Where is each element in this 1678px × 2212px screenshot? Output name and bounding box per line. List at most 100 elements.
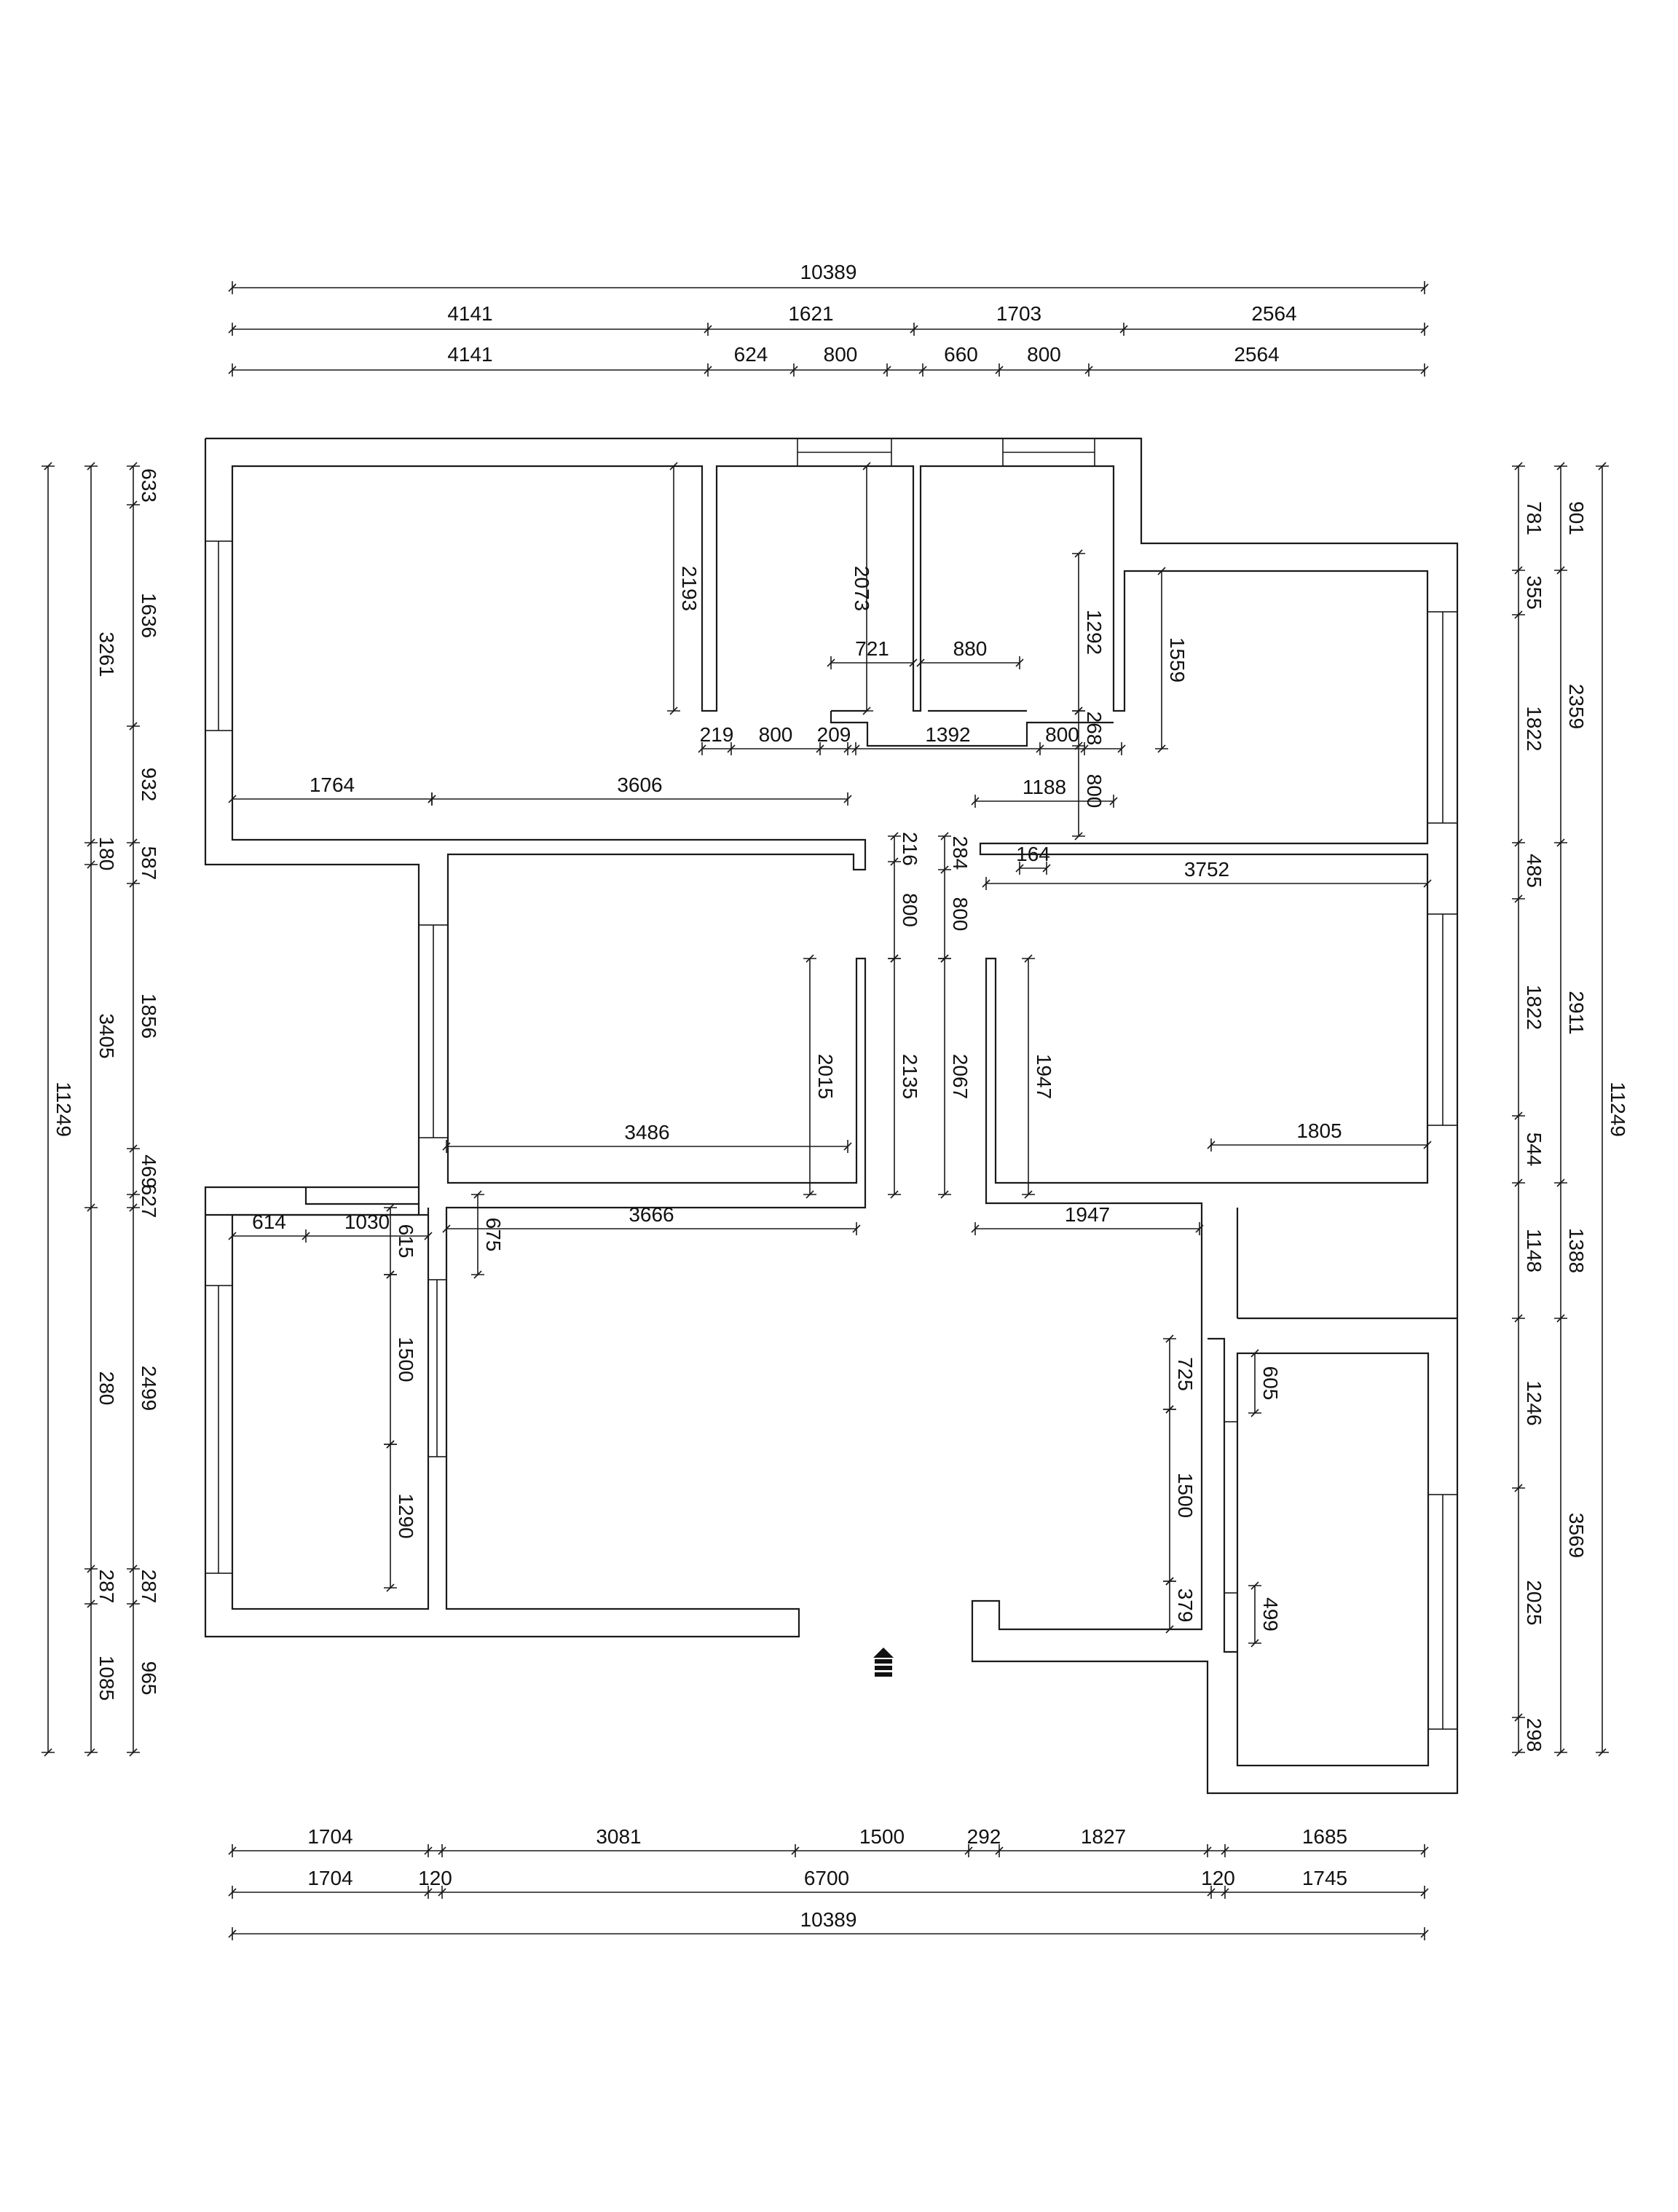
dimension-value: 1292: [1083, 610, 1106, 655]
dimension-value: 660: [944, 343, 978, 366]
dimension-value: 1947: [1033, 1054, 1055, 1099]
dimension-value: 280: [95, 1371, 118, 1406]
dimension-value: 800: [759, 723, 793, 746]
dimension-value: 1685: [1302, 1825, 1347, 1848]
dimension-value: 544: [1523, 1133, 1545, 1167]
dimension-value: 1704: [307, 1867, 352, 1889]
dimension-value: 725: [1174, 1357, 1197, 1391]
dimension-value: 1827: [1081, 1825, 1126, 1848]
window: [1002, 438, 1095, 467]
dimension-value: 219: [700, 723, 734, 746]
window: [1427, 611, 1458, 824]
dimension-value: 1188: [1023, 776, 1066, 798]
dimension-value: 614: [252, 1211, 286, 1233]
dimension-value: 3666: [629, 1203, 674, 1226]
dimension-value: 800: [949, 897, 972, 932]
dimension-value: 11249: [52, 1082, 75, 1137]
dimension-value: 3486: [624, 1121, 669, 1144]
dimension-value: 499: [1259, 1597, 1282, 1632]
dimension-value: 1636: [138, 593, 160, 638]
dimension-value: 2073: [851, 566, 873, 611]
dimension-lines: 10389 4141 1621 1703 2564 4141 624 800 660 800 256…: [42, 261, 1629, 1940]
dimension-value: 587: [138, 846, 160, 881]
dimension-value: 4141: [447, 302, 492, 325]
dimension-value: 633: [138, 468, 160, 503]
left-bath-wall: [205, 1187, 430, 1216]
windows: [205, 438, 1458, 1730]
dimension-value: 932: [138, 768, 160, 802]
dimension-value: 1856: [138, 993, 160, 1039]
dimension-value: 485: [1523, 854, 1545, 888]
dimension-value: 180: [95, 837, 118, 871]
dimension-value: 120: [418, 1867, 452, 1889]
window: [205, 540, 233, 731]
dimension-value: 10389: [800, 1908, 857, 1931]
dimension-value: 721: [855, 637, 889, 660]
dimension-value: 284: [949, 836, 972, 870]
dimension-value: 800: [899, 893, 921, 927]
center-partition: [830, 711, 1114, 747]
dimension-value: 1947: [1065, 1203, 1110, 1226]
dimension-value: 675: [482, 1218, 505, 1252]
dimension-value: 1030: [344, 1211, 390, 1233]
dimension-value: 379: [1174, 1589, 1197, 1623]
dimension-value: 469: [138, 1154, 160, 1189]
dimension-value: 4141: [447, 343, 492, 366]
dimension-value: 615: [395, 1224, 417, 1259]
dimension-value: 1764: [310, 774, 355, 796]
dimension-value: 1703: [996, 302, 1041, 325]
dimension-value: 3261: [95, 631, 118, 677]
dimension-value: 624: [734, 343, 768, 366]
dimension-value: 3752: [1184, 858, 1229, 881]
outer-wall-left: [204, 438, 1429, 1638]
dimension-value: 800: [1045, 723, 1079, 746]
dimension-value: 2564: [1234, 343, 1279, 366]
dimension-value: 298: [1523, 1718, 1545, 1752]
dimension-value: 2499: [138, 1366, 160, 1411]
dimension-value: 11249: [1607, 1082, 1629, 1137]
dimension-value: 605: [1259, 1366, 1282, 1401]
window: [797, 438, 892, 467]
dimension-value: 2067: [949, 1054, 972, 1099]
dimension-value: 627: [138, 1184, 160, 1219]
dimension-value: 2564: [1251, 302, 1296, 325]
outer-wall-upper: [205, 437, 1459, 1795]
dimension-value: 1805: [1296, 1119, 1342, 1142]
dimension-value: 2359: [1565, 684, 1588, 729]
window: [1427, 1494, 1458, 1730]
dimension-value: 6700: [804, 1867, 849, 1889]
dimension-value: 1392: [925, 723, 970, 746]
dimension-value: 965: [138, 1661, 160, 1696]
dimension-value: 3081: [596, 1825, 641, 1848]
dimension-value: 120: [1201, 1867, 1235, 1889]
right-stair-wall: [1208, 1337, 1237, 1653]
dimension-value: 164: [1016, 843, 1050, 865]
dimension-value: 292: [967, 1825, 1001, 1848]
dimension-value: 1246: [1523, 1380, 1545, 1425]
dimension-value: 1559: [1166, 637, 1189, 682]
dimension-value: 1148: [1523, 1229, 1545, 1272]
dimension-value: 216: [899, 832, 921, 866]
bedroom-right-bottom: [1236, 1352, 1430, 1767]
window: [418, 924, 449, 1138]
dimension-value: 2135: [899, 1054, 921, 1099]
window: [1224, 1421, 1238, 1594]
dimension-value: 1388: [1565, 1228, 1588, 1273]
dimension-value: 2193: [678, 566, 701, 611]
window: [205, 1285, 233, 1574]
entrance-arrow-icon: [873, 1648, 894, 1677]
dimension-value: 2015: [814, 1054, 837, 1099]
bedroom-left-room: [231, 1213, 430, 1610]
dimension-value: 1621: [788, 302, 833, 325]
dimension-value: 3569: [1565, 1513, 1588, 1558]
dimension-value: 880: [953, 637, 988, 660]
dimension-value: 1822: [1523, 706, 1545, 751]
dimension-value: 781: [1523, 501, 1545, 535]
dimension-value: 1822: [1523, 985, 1545, 1030]
dimension-value: 1290: [395, 1493, 417, 1538]
dimension-value: 355: [1523, 575, 1545, 610]
window: [1427, 913, 1458, 1126]
dimension-value: 901: [1565, 501, 1588, 535]
dimension-value: 209: [817, 723, 851, 746]
